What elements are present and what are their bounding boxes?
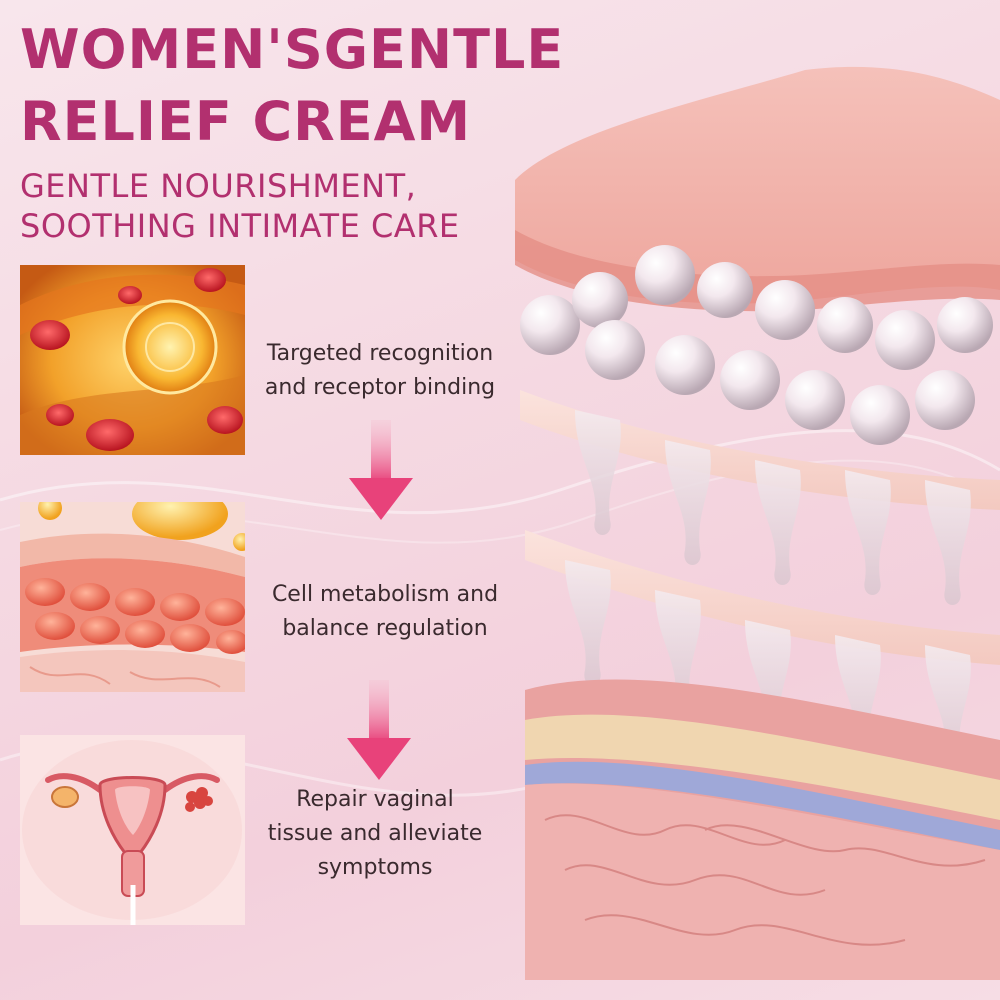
page-subtitle: GENTLE NOURISHMENT, SOOTHING INTIMATE CA…	[20, 166, 460, 246]
tissue-layer-image	[20, 502, 245, 692]
page-title: WOMEN'SGENTLE RELIEF CREAM	[20, 14, 564, 158]
uterus-image	[20, 735, 245, 925]
down-arrow-icon	[347, 680, 411, 780]
down-arrow-icon	[349, 420, 413, 520]
step-1-line-2: and receptor binding	[264, 375, 496, 400]
step-1-text: Targeted recognition and receptor bindin…	[245, 337, 515, 405]
step-2-text: Cell metabolism and balance regulation	[245, 578, 525, 646]
title-line-2: RELIEF CREAM	[20, 90, 472, 153]
step-3-line-2: tissue and alleviate	[267, 821, 483, 846]
title-line-1: WOMEN'SGENTLE	[20, 18, 565, 81]
step-2-line-2: balance regulation	[282, 616, 488, 641]
step-3-text: Repair vaginal tissue and alleviate symp…	[245, 783, 505, 885]
skin-layers-illustration	[515, 66, 1000, 980]
subtitle-line-2: SOOTHING INTIMATE CARE	[20, 207, 460, 245]
step-1-line-1: Targeted recognition	[266, 341, 494, 366]
step-2-line-1: Cell metabolism and	[271, 582, 499, 607]
step-3-line-1: Repair vaginal	[296, 787, 454, 812]
step-3-line-3: symptoms	[317, 855, 433, 880]
subtitle-line-1: GENTLE NOURISHMENT,	[20, 167, 417, 205]
cell-binding-image	[20, 265, 245, 455]
